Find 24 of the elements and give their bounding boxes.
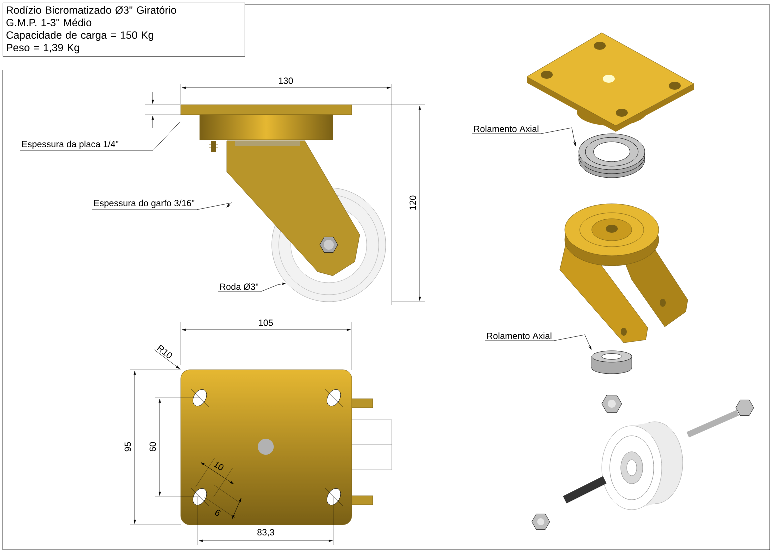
leader-line xyxy=(154,350,180,370)
mounting-plate-drawing xyxy=(180,104,352,152)
dimension-label: 10 xyxy=(214,462,224,470)
dimension-label: 95 xyxy=(124,442,132,452)
dimension-label: 6 xyxy=(215,510,221,516)
callout-label: Roda Ø3" xyxy=(220,284,259,290)
thrust-bearing-drawing xyxy=(578,134,646,178)
callout-label: Espessura da placa 1/4" xyxy=(22,140,119,150)
callout-label: Rolamento Axial xyxy=(474,126,539,132)
callout-label: Rolamento Axial xyxy=(487,332,552,340)
leader-line xyxy=(484,334,592,350)
dimension-label: 105 xyxy=(259,320,274,326)
base-plate-drawing xyxy=(180,370,392,526)
dimension-label: 120 xyxy=(410,196,416,210)
dimension-label: 60 xyxy=(150,442,156,452)
leader-line xyxy=(472,128,576,146)
leader-line xyxy=(92,202,232,210)
thrust-bearing-drawing xyxy=(592,350,632,374)
radius-label: R10 xyxy=(157,344,172,358)
callout-label: Espessura do garfo 3/16" xyxy=(94,200,195,208)
leader-line xyxy=(218,282,286,292)
title-block: Rodízio Bicromatizado Ø3" Giratório G.M.P. 1-3" Médio Capacidade de carga = 150 Kg Peso = 1,39 Kg xyxy=(3,3,246,57)
leader-line xyxy=(20,122,180,152)
dimension-label: 130 xyxy=(279,78,294,84)
